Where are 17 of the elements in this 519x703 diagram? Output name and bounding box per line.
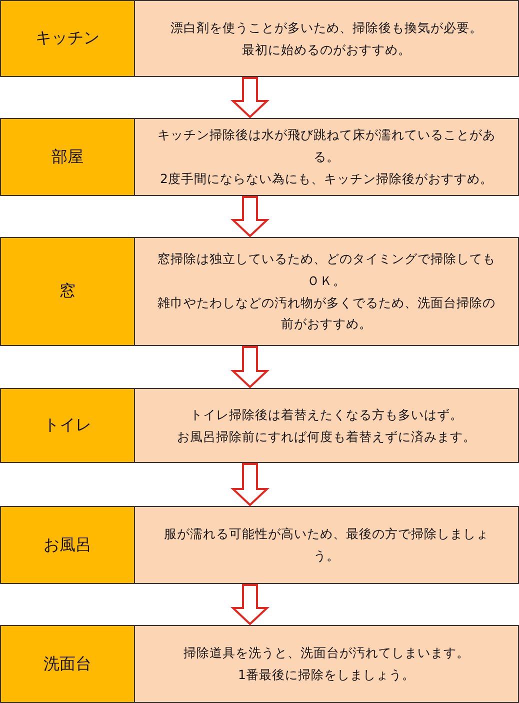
arrow [230,584,270,626]
arrow [230,463,270,506]
category-box: 窓 [0,237,135,346]
category-box: 洗面台 [0,625,135,703]
description-box: 服が濡れる可能性が高いため、最後の方で掃除しましょう。 [134,506,519,584]
description-box: トイレ掃除後は着替えたくなる方も多いはず。 お風呂掃除前にすれば何度も着替えずに済みます。 [134,388,519,463]
description-box: 漂白剤を使うことが多いため、掃除後も換気が必要。 最初に始めるのがおすすめ。 [134,0,519,77]
category-box: 部屋 [0,118,135,196]
description-box: キッチン掃除後は水が飛び跳ねて床が濡れていることがある。 2度手間にならない為にも、キッチン掃除後がおすすめ。 [134,118,519,196]
category-box: キッチン [0,0,135,77]
arrow [230,346,270,388]
arrow [230,77,270,118]
description-box: 掃除道具を洗うと、洗面台が汚れてしまいます。 1番最後に掃除をしましょう。 [134,625,519,703]
description-box: 窓掃除は独立しているため、どのタイミングで掃除してもＯＫ。 雑巾やたわしなどの汚れ物が多くでるため、洗面台掃除の前がおすすめ。 [134,237,519,346]
category-box: お風呂 [0,506,135,584]
arrow [230,196,270,238]
category-box: トイレ [0,388,135,463]
